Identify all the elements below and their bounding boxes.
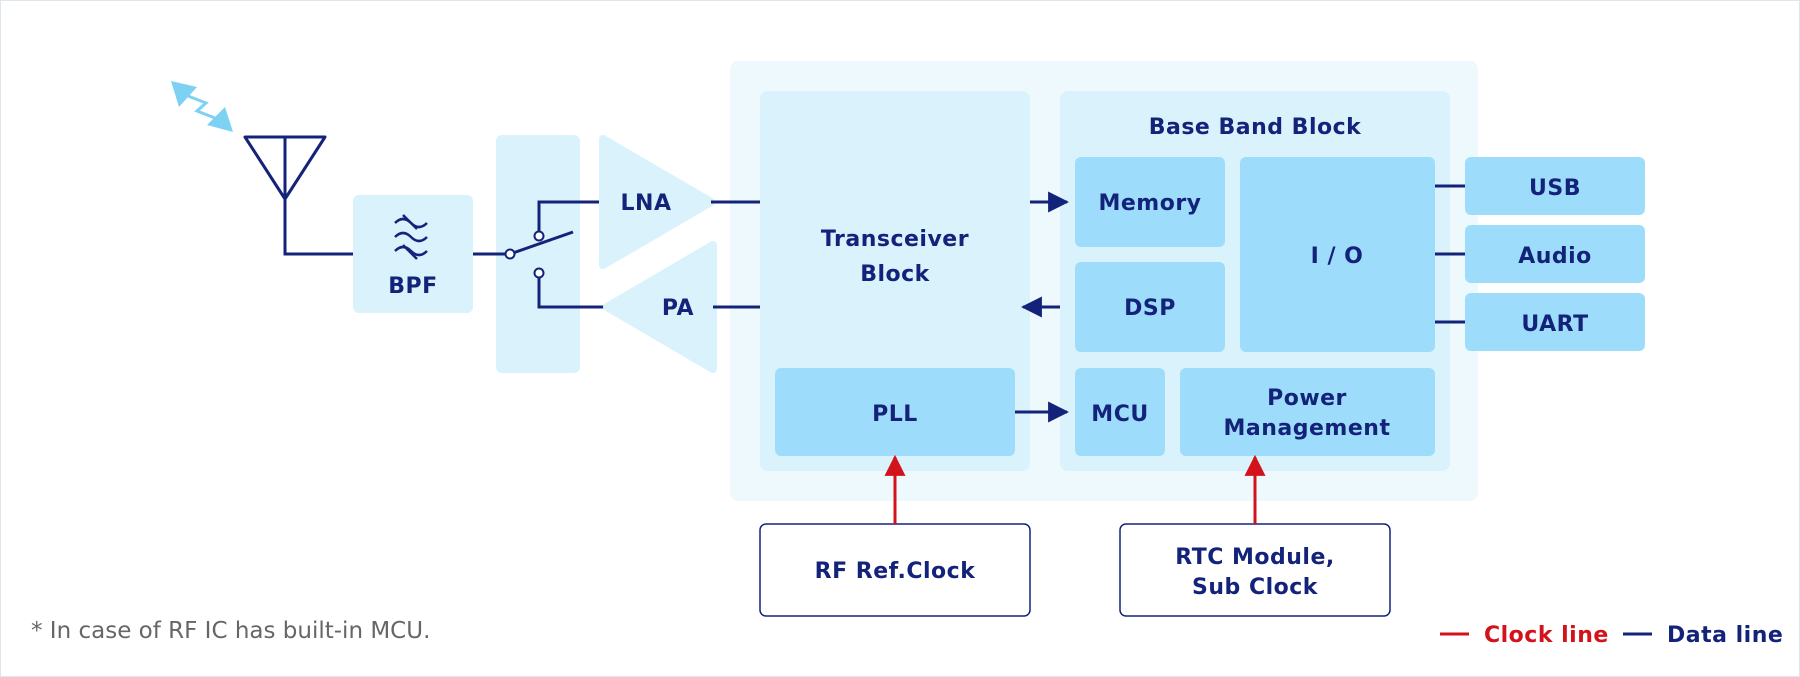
pll-block xyxy=(775,368,1015,456)
rf-switch-icon xyxy=(473,200,607,309)
dsp-label: DSP xyxy=(1124,296,1176,321)
io-peripheral-lines xyxy=(1435,184,1465,324)
uart-block xyxy=(1465,293,1645,351)
base-band-title: Base Band Block xyxy=(1149,115,1362,140)
antenna-icon xyxy=(243,135,353,256)
rf-ref-clock-label: RF Ref.Clock xyxy=(815,559,977,584)
legend-clock-label: Clock line xyxy=(1484,623,1609,648)
rtc-module-block xyxy=(1119,523,1391,617)
transceiver-label-line2: Block xyxy=(860,262,930,287)
bpf-label: BPF xyxy=(388,274,437,299)
lna-amplifier xyxy=(599,135,715,269)
pa-amplifier xyxy=(603,241,717,373)
rtc-label-line1: RTC Module, xyxy=(1175,545,1335,570)
io-label: I / O xyxy=(1311,244,1364,269)
audio-block xyxy=(1465,225,1645,283)
lna-label: LNA xyxy=(621,191,672,216)
dsp-block xyxy=(1075,262,1225,352)
uart-label: UART xyxy=(1521,312,1588,337)
pa-label: PA xyxy=(662,296,694,321)
footnote: * In case of RF IC has built-in MCU. xyxy=(31,618,430,644)
legend-data-label: Data line xyxy=(1667,623,1783,648)
transceiver-label-line1: Transceiver xyxy=(821,227,969,252)
wireless-signal-icon xyxy=(171,81,233,132)
memory-label: Memory xyxy=(1098,191,1201,216)
usb-label: USB xyxy=(1529,176,1581,201)
power-label-line1: Power xyxy=(1267,386,1347,411)
power-management-block xyxy=(1180,368,1435,456)
bandpass-filter-icon xyxy=(394,214,428,260)
io-block xyxy=(1240,157,1435,352)
switch-block xyxy=(496,135,580,373)
memory-block xyxy=(1075,157,1225,247)
mcu-label: MCU xyxy=(1091,402,1148,427)
usb-block xyxy=(1465,157,1645,215)
mcu-block xyxy=(1075,368,1165,456)
audio-label: Audio xyxy=(1518,244,1592,269)
power-label-line2: Management xyxy=(1224,416,1391,441)
legend: Clock line Data line xyxy=(1440,623,1783,648)
rtc-label-line2: Sub Clock xyxy=(1192,575,1319,600)
pll-label: PLL xyxy=(872,402,918,427)
